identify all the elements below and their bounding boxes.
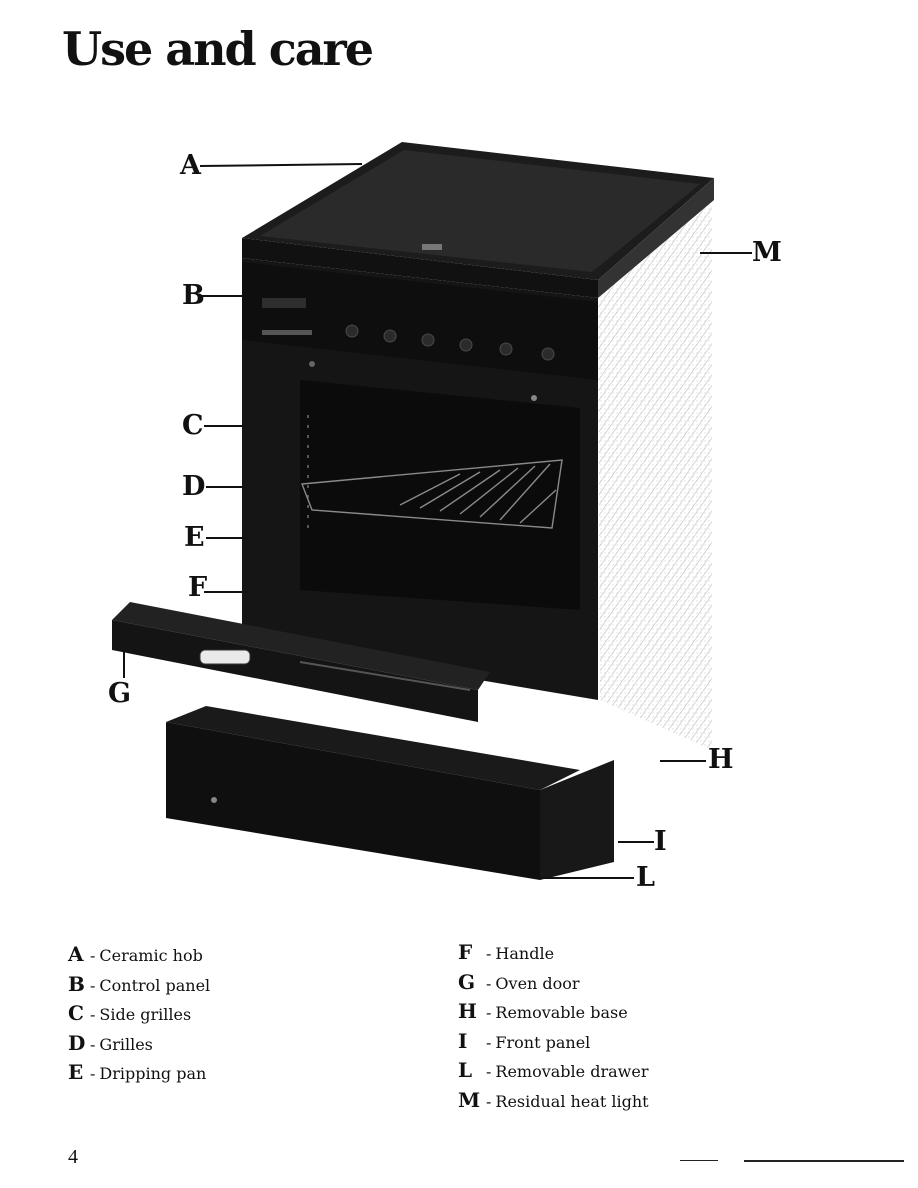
callout-a: A bbox=[180, 150, 201, 181]
legend-item: B - Control panel bbox=[68, 972, 210, 1002]
legend-letter: E bbox=[68, 1060, 84, 1085]
legend-separator: - bbox=[486, 973, 492, 993]
knob-icon bbox=[499, 342, 513, 356]
legend-letter: B bbox=[68, 971, 85, 996]
legend-item: E - Dripping pan bbox=[68, 1060, 210, 1090]
knob-icon bbox=[459, 338, 473, 352]
legend-label: Removable drawer bbox=[495, 1062, 649, 1082]
legend-label: Dripping pan bbox=[99, 1064, 207, 1084]
callout-g: G bbox=[108, 678, 132, 709]
legend-label: Front panel bbox=[495, 1032, 591, 1052]
legend-separator: - bbox=[486, 1003, 492, 1023]
legend-item: G - Oven door bbox=[458, 970, 649, 1000]
door-handle bbox=[199, 649, 251, 665]
legend-separator: - bbox=[486, 1091, 492, 1111]
oven-cavity bbox=[300, 380, 580, 610]
callout-d: D bbox=[182, 471, 206, 502]
legend-separator: - bbox=[90, 975, 96, 995]
legend-item: I - Front panel bbox=[458, 1029, 649, 1059]
control-knobs bbox=[345, 324, 555, 361]
legend-separator: - bbox=[90, 1064, 96, 1084]
legend-letter: I bbox=[458, 1028, 468, 1053]
knob-icon bbox=[541, 347, 555, 361]
removable-drawer bbox=[166, 706, 614, 880]
legend-separator: - bbox=[486, 944, 492, 963]
legend-item: F - Handle bbox=[458, 940, 649, 970]
oven-door bbox=[112, 602, 490, 722]
callout-h: H bbox=[708, 744, 734, 775]
legend-label: Oven door bbox=[495, 973, 580, 993]
legend-letter: D bbox=[68, 1030, 86, 1055]
legend-label: Handle bbox=[495, 944, 555, 963]
footer-rule bbox=[680, 1160, 718, 1161]
page-title: Use and care bbox=[62, 22, 374, 76]
legend-label: Side grilles bbox=[99, 1005, 192, 1025]
legend-separator: - bbox=[486, 1032, 492, 1052]
legend-letter: F bbox=[458, 940, 473, 964]
legend-item: M - Residual heat light bbox=[458, 1088, 649, 1118]
legend-separator: - bbox=[486, 1062, 492, 1082]
legend-left: A - Ceramic hob B - Control panel C - Si… bbox=[68, 942, 210, 1090]
legend-label: Grilles bbox=[99, 1034, 153, 1054]
legend-letter: A bbox=[68, 942, 84, 966]
callout-e: E bbox=[184, 522, 205, 553]
ceramic-hob bbox=[242, 142, 714, 298]
callout-i: I bbox=[654, 826, 667, 857]
cooker-front bbox=[242, 258, 598, 700]
legend-item: L - Removable drawer bbox=[458, 1058, 649, 1088]
knob-icon bbox=[345, 324, 359, 338]
callout-l: L bbox=[636, 862, 655, 893]
leader-lines bbox=[123, 163, 752, 879]
legend-item: A - Ceramic hob bbox=[68, 942, 210, 972]
legend-item: H - Removable base bbox=[458, 999, 649, 1029]
legend-label: Residual heat light bbox=[495, 1091, 649, 1111]
legend-letter: L bbox=[458, 1058, 473, 1083]
oven-shelf bbox=[301, 459, 563, 529]
cabinet-side bbox=[598, 202, 712, 750]
legend-separator: - bbox=[90, 1005, 96, 1025]
legend-right: F - Handle G - Oven door H - Removable b… bbox=[458, 940, 649, 1118]
page-number: 4 bbox=[68, 1146, 78, 1168]
legend-letter: H bbox=[458, 999, 477, 1024]
legend-label: Removable base bbox=[495, 1003, 628, 1023]
legend-label: Control panel bbox=[99, 975, 211, 995]
legend-letter: C bbox=[68, 1001, 84, 1026]
callout-b: B bbox=[182, 280, 205, 311]
callout-c: C bbox=[182, 410, 204, 441]
legend-item: D - Grilles bbox=[68, 1031, 210, 1061]
knob-icon bbox=[421, 333, 435, 347]
legend-separator: - bbox=[90, 946, 96, 965]
callout-m: M bbox=[752, 237, 782, 268]
legend-item: C - Side grilles bbox=[68, 1001, 210, 1031]
display-icon bbox=[262, 298, 306, 308]
legend-separator: - bbox=[90, 1034, 96, 1054]
legend-letter: M bbox=[458, 1087, 481, 1112]
knob-icon bbox=[383, 329, 397, 343]
callout-f: F bbox=[188, 572, 208, 603]
footer-rule bbox=[744, 1160, 904, 1162]
legend-label: Ceramic hob bbox=[99, 946, 203, 965]
legend-letter: G bbox=[458, 969, 476, 994]
cooker-illustration bbox=[112, 142, 752, 880]
